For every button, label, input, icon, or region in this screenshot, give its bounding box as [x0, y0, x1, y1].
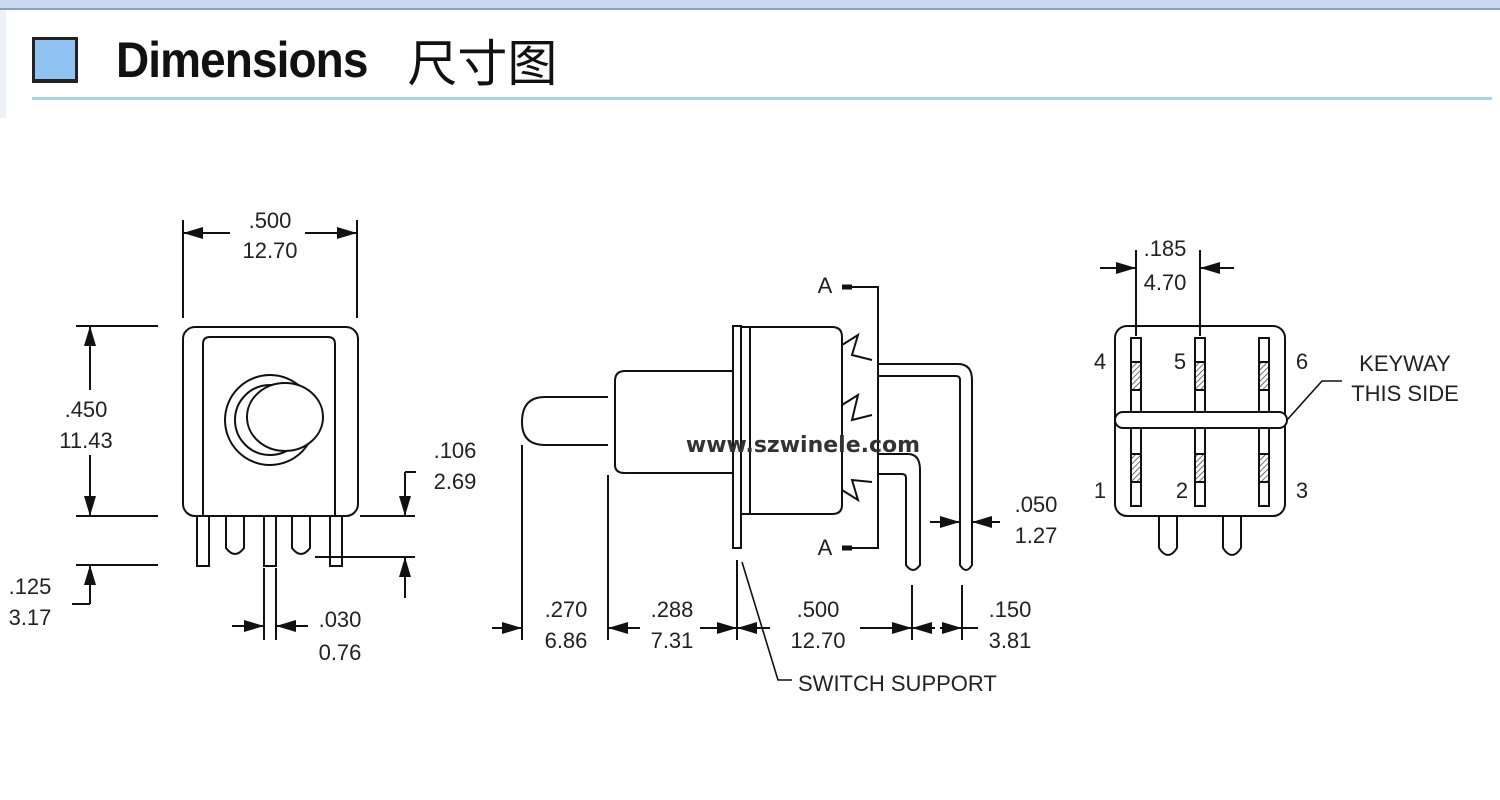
- side-bushing-mm: 7.31: [651, 628, 694, 653]
- side-pitch-in: .150: [989, 597, 1032, 622]
- header-underline: [32, 97, 1492, 100]
- side-pin-long: [878, 363, 973, 571]
- front-width-mm: 12.70: [242, 238, 297, 263]
- section-title: Dimensions: [116, 32, 368, 88]
- bottom-view: [1100, 250, 1342, 556]
- side-bushing-in: .288: [651, 597, 694, 622]
- front-pin: [196, 515, 210, 567]
- toggle-lever: [246, 382, 324, 452]
- side-lever: [520, 396, 608, 446]
- side-pinw-in: .050: [1015, 492, 1058, 517]
- watermark: www.szwinele.com: [686, 433, 920, 458]
- left-edge: [0, 10, 6, 118]
- pin-label: 5: [1174, 349, 1186, 374]
- side-pitch-mm: 3.81: [989, 628, 1032, 653]
- section-a-top: A: [818, 273, 833, 298]
- pin-label: 3: [1296, 478, 1308, 503]
- pin-label: 2: [1176, 478, 1188, 503]
- side-pinw-mm: 1.27: [1015, 523, 1058, 548]
- switch-support-plate: [732, 325, 742, 549]
- front-offset-mm: 2.69: [434, 469, 477, 494]
- front-width-in: .500: [249, 208, 292, 233]
- pin-label: 4: [1094, 349, 1106, 374]
- side-bushing: [614, 370, 733, 474]
- side-lever-in: .270: [545, 597, 588, 622]
- side-body: [741, 326, 843, 515]
- front-pinw-mm: 0.76: [319, 640, 362, 665]
- side-lever-mm: 6.86: [545, 628, 588, 653]
- top-bar: [0, 0, 1500, 10]
- bottom-pin: [1222, 516, 1242, 556]
- front-bezel: [202, 336, 336, 516]
- section-header: Dimensions 尺寸图: [32, 28, 557, 93]
- front-pinlen-in: .125: [9, 574, 52, 599]
- front-offset-in: .106: [434, 438, 477, 463]
- side-body-mm: 12.70: [790, 628, 845, 653]
- switch-support-label: SWITCH SUPPORT: [798, 671, 997, 696]
- side-body-in: .500: [797, 597, 840, 622]
- keyway-label-1: KEYWAY: [1359, 351, 1451, 376]
- front-view: [72, 220, 416, 640]
- bottom-spacing-in: .185: [1144, 236, 1187, 261]
- pin-label: 1: [1094, 478, 1106, 503]
- front-pin: [263, 515, 277, 567]
- front-pin: [329, 515, 343, 567]
- front-height-mm: 11.43: [59, 428, 112, 453]
- keyway-bar: [1114, 411, 1288, 429]
- section-title-cn: 尺寸图: [407, 35, 558, 93]
- front-height-in: .450: [65, 397, 108, 422]
- keyway-label-2: THIS SIDE: [1351, 381, 1459, 406]
- pin-label: 6: [1296, 349, 1308, 374]
- side-pin-short: [878, 453, 921, 571]
- front-pin: [291, 516, 311, 555]
- front-pin: [225, 516, 245, 555]
- section-a-bottom: A: [818, 535, 833, 560]
- front-pinlen-mm: 3.17: [9, 605, 52, 630]
- front-pinw-in: .030: [319, 607, 362, 632]
- section-square-icon: [32, 37, 78, 83]
- side-view: [492, 284, 1000, 681]
- bottom-spacing-mm: 4.70: [1144, 270, 1187, 295]
- bottom-pin: [1158, 516, 1178, 556]
